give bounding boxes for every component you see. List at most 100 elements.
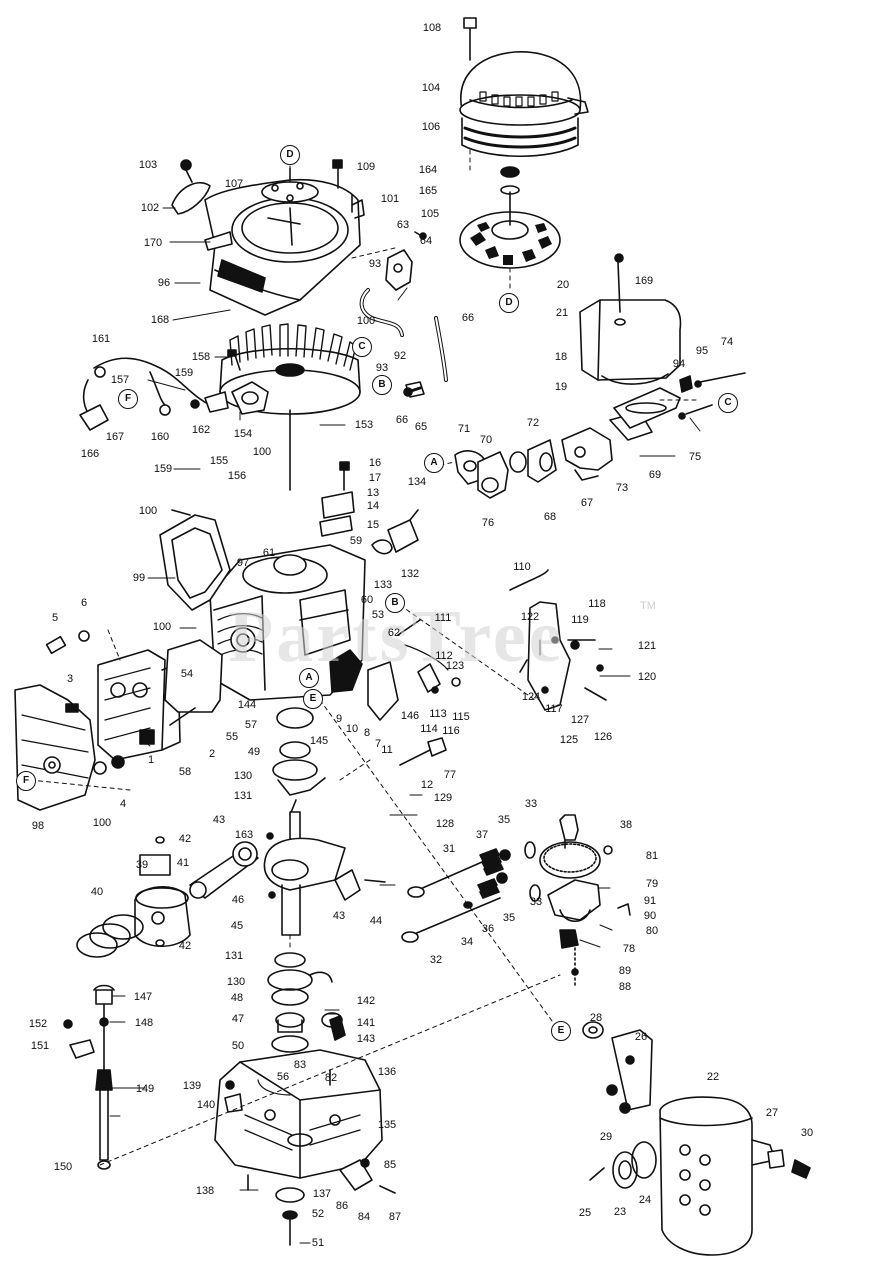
part-label-83: 83 (293, 1059, 307, 1071)
part-label-106: 106 (421, 121, 441, 133)
part-label-77: 77 (443, 769, 457, 781)
part-label-19: 19 (554, 381, 568, 393)
part-label-80: 80 (645, 925, 659, 937)
part-label-156: 156 (227, 470, 247, 482)
block-hardware (320, 462, 460, 765)
part-label-109: 109 (356, 161, 376, 173)
part-label-151: 151 (30, 1040, 50, 1052)
part-label-102: 102 (140, 202, 160, 214)
part-label-130b: 130 (226, 976, 246, 988)
part-label-97: 97 (236, 557, 250, 569)
part-label-48: 48 (230, 992, 244, 1004)
callout-a-intake: A (424, 453, 444, 473)
part-label-75: 75 (688, 451, 702, 463)
part-label-142: 142 (356, 995, 376, 1007)
part-label-81: 81 (645, 850, 659, 862)
part-label-133: 133 (373, 579, 393, 591)
part-label-122: 122 (520, 611, 540, 623)
part-label-141: 141 (356, 1017, 376, 1029)
muffler (583, 1022, 810, 1255)
part-label-74: 74 (720, 336, 734, 348)
part-label-22: 22 (706, 1071, 720, 1083)
part-label-38: 38 (619, 819, 633, 831)
air-cleaner-cover (460, 18, 588, 156)
blower-housing (205, 180, 364, 315)
part-label-92: 92 (393, 350, 407, 362)
part-label-128: 128 (435, 818, 455, 830)
governor-assembly (548, 880, 630, 985)
part-label-17: 17 (368, 472, 382, 484)
part-label-167: 167 (105, 431, 125, 443)
part-label-87: 87 (388, 1211, 402, 1223)
part-label-58: 58 (178, 766, 192, 778)
part-label-161: 161 (91, 333, 111, 345)
part-label-95: 95 (695, 345, 709, 357)
bolt-103 (181, 160, 192, 182)
part-label-149: 149 (135, 1083, 155, 1095)
part-label-160: 160 (150, 431, 170, 443)
part-label-4: 4 (119, 798, 127, 810)
part-label-91: 91 (643, 895, 657, 907)
part-label-153: 153 (354, 419, 374, 431)
part-label-53: 53 (371, 609, 385, 621)
part-label-34: 34 (460, 936, 474, 948)
part-label-41: 41 (176, 857, 190, 869)
part-label-110: 110 (513, 561, 531, 573)
part-label-137: 137 (312, 1188, 332, 1200)
part-label-70: 70 (479, 434, 493, 446)
part-label-159a: 159 (174, 367, 194, 379)
part-label-47: 47 (231, 1013, 245, 1025)
part-label-147: 147 (133, 991, 153, 1003)
part-label-50: 50 (231, 1040, 245, 1052)
part-label-164: 164 (418, 164, 438, 176)
part-label-131b: 131 (224, 950, 244, 962)
part-label-9: 9 (335, 713, 343, 725)
part-label-100e: 100 (356, 315, 376, 327)
part-label-64: 64 (419, 235, 433, 247)
part-label-42b: 42 (178, 940, 192, 952)
part-label-26: 26 (634, 1031, 648, 1043)
part-label-126: 126 (593, 731, 613, 743)
part-label-43b: 43 (332, 910, 346, 922)
part-label-27: 27 (765, 1107, 779, 1119)
part-label-25: 25 (578, 1207, 592, 1219)
ignition-coil (80, 350, 268, 430)
part-label-51: 51 (311, 1237, 325, 1249)
camshaft-gear (540, 815, 612, 878)
crankshaft (264, 708, 345, 935)
part-label-143: 143 (356, 1033, 376, 1045)
part-label-158: 158 (191, 351, 211, 363)
part-label-71: 71 (457, 423, 471, 435)
callout-c-fuel: C (352, 337, 372, 357)
part-label-61: 61 (262, 547, 276, 559)
part-label-15: 15 (366, 519, 380, 531)
part-label-125: 125 (559, 734, 579, 746)
connecting-rod (190, 842, 385, 900)
piston-assembly (77, 837, 190, 957)
part-label-8: 8 (363, 727, 371, 739)
callout-c-carb: C (718, 393, 738, 413)
part-label-56: 56 (276, 1071, 290, 1083)
part-label-42a: 42 (178, 833, 192, 845)
part-label-150: 150 (53, 1161, 73, 1173)
part-label-88: 88 (618, 981, 632, 993)
part-label-46: 46 (231, 894, 245, 906)
part-label-138: 138 (195, 1185, 215, 1197)
part-label-40: 40 (90, 886, 104, 898)
part-label-165: 165 (418, 185, 438, 197)
part-label-118: 118 (588, 598, 606, 610)
part-label-101: 101 (380, 193, 400, 205)
callout-b-block: B (385, 593, 405, 613)
part-label-44: 44 (369, 915, 383, 927)
bolt-109 (333, 160, 342, 188)
air-filter-element (460, 167, 560, 268)
part-label-113: 113 (429, 708, 447, 720)
part-label-1: 1 (147, 754, 155, 766)
part-label-84: 84 (357, 1211, 371, 1223)
part-label-124: 124 (521, 691, 541, 703)
cylinder-block (210, 545, 365, 700)
part-label-112: 112 (435, 650, 453, 662)
air-cleaner-box (580, 254, 680, 384)
part-label-132: 132 (400, 568, 420, 580)
